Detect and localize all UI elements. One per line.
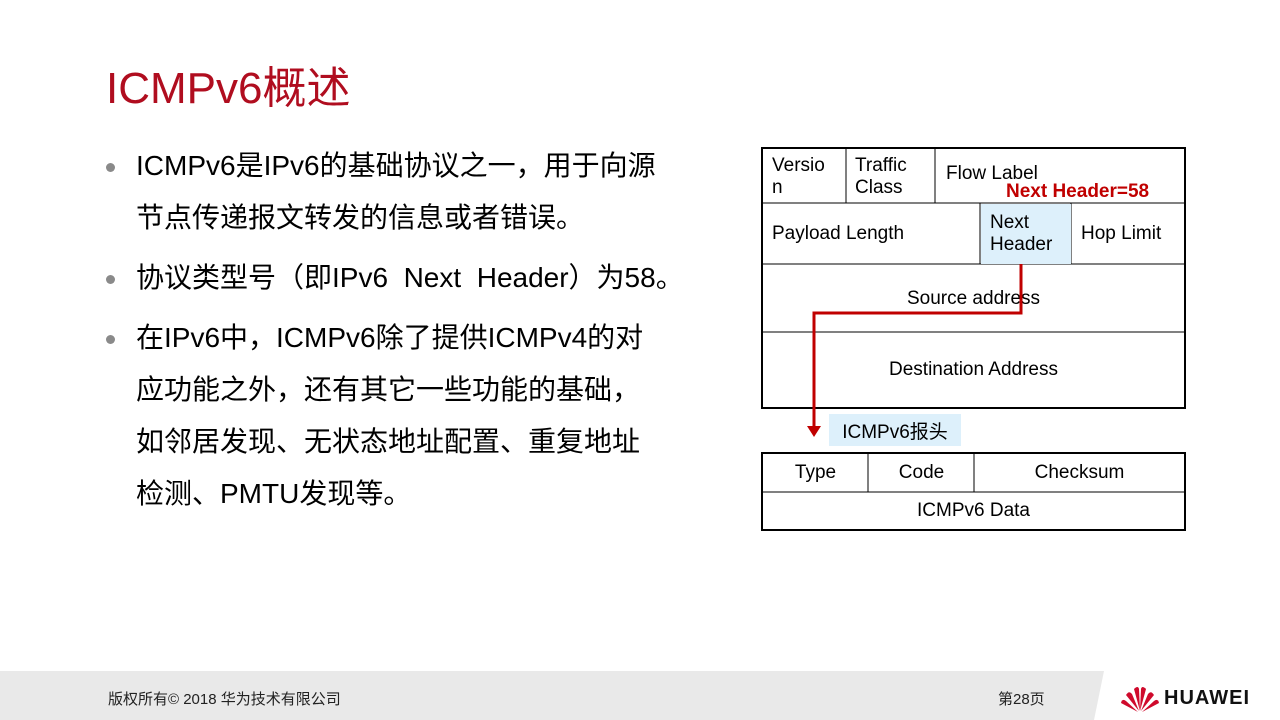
copyright-text: 版权所有© 2018 华为技术有限公司 [108,691,341,708]
bullet-item: ICMPv6是IPv6的基础协议之一，用于向源 节点传递报文转发的信息或者错误。 [106,140,726,244]
code-text: Code [898,462,945,483]
source-address-field: Source address [763,265,1184,332]
checksum-text: Checksum [1034,462,1125,483]
next-header-line: Next [990,212,1030,233]
logo-divider [1090,671,1104,720]
bullet-line: 协议类型号（即IPv6 Next Header）为58。 [136,262,684,293]
bullet-line: ICMPv6是IPv6的基础协议之一，用于向源 [136,150,656,181]
arrow-head-icon [807,426,821,437]
destination-address-field: Destination Address [763,333,1184,407]
flow-label-field: Flow Label [946,163,1038,185]
bullet-line: 检测、PMTU发现等。 [136,478,412,509]
version-line: Versio [772,155,825,176]
bullet-line: 应功能之外，还有其它一些功能的基础， [136,374,641,405]
bullet-line: 如邻居发现、无状态地址配置、重复地址 [136,426,641,457]
traffic-class-field: Traffic Class [846,149,935,203]
icmpv6-data-field: ICMPv6 Data [763,493,1184,529]
next-header-annotation: Next Header=58 [1006,181,1150,202]
footer-bar [0,671,1280,720]
hop-limit-field: Hop Limit [1072,204,1184,264]
bullet-item: 协议类型号（即IPv6 Next Header）为58。 [106,252,726,304]
type-text: Type [794,462,837,483]
next-header-field: Next Header [981,204,1071,264]
icmpv6-header-gridlines [763,454,1184,493]
next-header-line: Header [990,234,1053,255]
payload-length-field: Payload Length [763,204,980,264]
traffic-class-line: Traffic [855,155,907,176]
type-field: Type [763,454,868,492]
flow-label-text: Flow Label [946,163,1038,184]
slide-title: ICMPv6概述 [106,64,351,113]
bullet-dot-icon [106,275,115,284]
traffic-class-line: Class [855,177,903,198]
bullet-list: ICMPv6是IPv6的基础协议之一，用于向源 节点传递报文转发的信息或者错误。… [106,140,726,528]
brand-name: HUAWEI [1164,687,1250,709]
page-number: 第28页 [998,691,1045,708]
checksum-field: Checksum [975,454,1184,492]
payload-length-text: Payload Length [772,223,905,244]
bullet-line: 在IPv6中，ICMPv6除了提供ICMPv4的对 [136,322,644,353]
logo-panel [1090,671,1280,720]
destination-address-text: Destination Address [889,359,1058,380]
icmpv6-header-label: ICMPv6报头 [829,414,961,446]
bullet-dot-icon [106,163,115,172]
code-field: Code [869,454,974,492]
version-line: n [772,177,783,198]
icmpv6-header-diagram: Type Code Checksum ICMPv6 Data [761,452,1186,531]
bullet-dot-icon [106,335,115,344]
version-field: Versio n [763,149,846,203]
icmpv6-data-text: ICMPv6 Data [917,500,1030,521]
bullet-line: 节点传递报文转发的信息或者错误。 [136,202,585,233]
source-address-text: Source address [906,287,1041,309]
huawei-logo-icon [1121,687,1159,712]
bullet-item: 在IPv6中，ICMPv6除了提供ICMPv4的对 应功能之外，还有其它一些功能… [106,312,726,520]
hop-limit-text: Hop Limit [1081,223,1162,244]
